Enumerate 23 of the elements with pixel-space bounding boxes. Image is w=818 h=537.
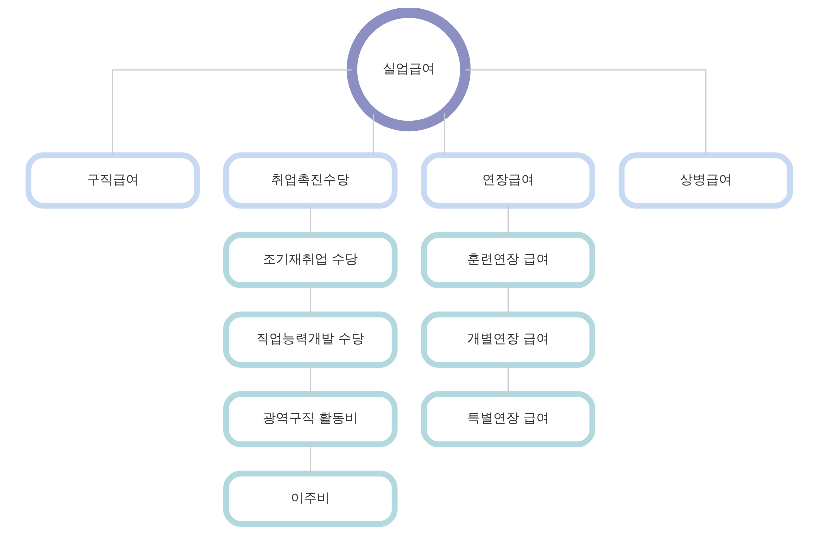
node-box: 구직급여	[25, 152, 200, 209]
connector	[112, 70, 352, 156]
node-box: 직업능력개발 수당	[222, 312, 398, 368]
node-box: 개별연장 급여	[420, 312, 596, 368]
connector	[444, 114, 445, 156]
node-box: 취업촉진수당	[222, 152, 398, 209]
node-box: 광역구직 활동비	[222, 391, 398, 448]
node-box: 훈련연장 급여	[420, 232, 596, 288]
connector	[372, 114, 374, 156]
connector	[310, 365, 311, 394]
connector	[310, 286, 311, 315]
connector	[465, 70, 706, 156]
node-circle: 실업급여	[346, 8, 470, 132]
node-box: 이주비	[222, 470, 398, 528]
node-box: 조기재취업 수당	[222, 232, 398, 288]
connector	[310, 206, 311, 236]
connector	[507, 286, 508, 315]
connector	[507, 365, 508, 394]
node-box: 상병급여	[618, 152, 793, 209]
connector	[507, 206, 508, 236]
connector	[310, 444, 311, 474]
node-box: 연장급여	[420, 152, 596, 209]
node-box: 특별연장 급여	[420, 391, 596, 448]
